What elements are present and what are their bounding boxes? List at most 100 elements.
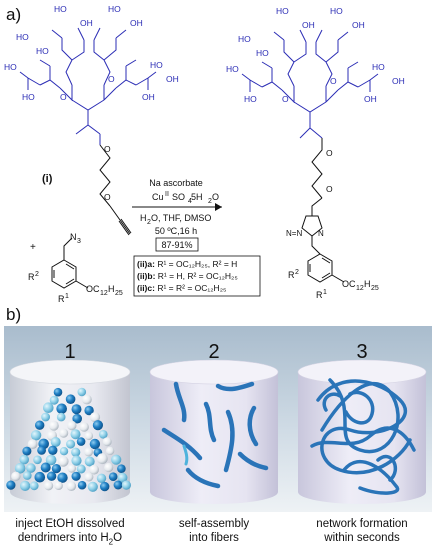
micelle-sphere (102, 437, 112, 447)
svg-text:HO: HO (22, 92, 35, 102)
micelle-sphere (92, 420, 103, 431)
propargyl-chain (99, 144, 132, 236)
micelle-sphere (27, 439, 38, 449)
micelle-sphere (89, 412, 101, 423)
svg-text:HO: HO (4, 62, 17, 72)
micelle-sphere (117, 472, 128, 483)
micelle-sphere (87, 481, 98, 492)
micelle-sphere (77, 480, 87, 490)
micelle-sphere (67, 464, 77, 473)
svg-text:(ii)a: R¹ = OC₁₂H₂₅, R² = H: (ii)a: R¹ = OC₁₂H₂₅, R² = H (137, 259, 237, 269)
svg-text:OH: OH (142, 92, 155, 102)
svg-text:2: 2 (208, 198, 212, 205)
micelle-sphere (30, 430, 42, 441)
micelle-sphere (100, 481, 110, 492)
svg-text:OC: OC (86, 284, 100, 294)
step-3-caption: network formation within seconds (316, 518, 408, 544)
svg-text:HO: HO (276, 6, 289, 16)
svg-text:HO: HO (238, 34, 251, 44)
micelle-sphere (96, 473, 107, 483)
svg-text:OH: OH (392, 76, 405, 86)
svg-text:OH: OH (80, 18, 93, 28)
micelle-sphere (37, 446, 46, 455)
product-labels: N N=N R 2 R 1 OC 12 H 25 (286, 229, 379, 300)
micelle-sphere (6, 480, 16, 490)
svg-text:4: 4 (188, 198, 192, 205)
step-3-number: 3 (356, 341, 367, 363)
micelle-sphere (76, 464, 86, 474)
svg-text:O: O (60, 92, 67, 102)
svg-text:H: H (364, 279, 371, 289)
micelle-sphere (71, 404, 82, 415)
svg-text:50 ºC,16 h: 50 ºC,16 h (155, 226, 197, 236)
micelle-sphere (84, 431, 94, 441)
micelle-sphere (67, 420, 77, 431)
micelle-sphere (20, 480, 31, 491)
svg-text:HO: HO (372, 62, 385, 72)
micelle-sphere (104, 462, 114, 473)
svg-text:2: 2 (295, 269, 299, 276)
micelle-sphere (29, 481, 39, 491)
micelle-sphere (59, 428, 69, 438)
panel-a-label: a) (6, 5, 21, 24)
variants-box: (ii)a: R¹ = OC₁₂H₂₅, R² = H (ii)b: R¹ = … (133, 255, 261, 297)
svg-text:HO: HO (16, 32, 29, 42)
dendron-left (19, 27, 157, 145)
micelle-sphere (11, 471, 21, 481)
product-chain (301, 138, 345, 283)
svg-text:(ii)c: R¹ = R² = OC₁₂H₂₅: (ii)c: R¹ = R² = OC₁₂H₂₅ (137, 283, 226, 293)
triazole-ring (301, 215, 323, 237)
micelle-sphere (76, 437, 86, 446)
micelle-sphere (65, 394, 76, 405)
micelle-sphere (48, 445, 58, 455)
svg-text:R: R (28, 272, 35, 282)
micelle-sphere (33, 455, 42, 465)
svg-text:O: O (326, 184, 333, 194)
svg-text:(ii)b: R¹ = H, R² = OC₁₂H₂₅: (ii)b: R¹ = H, R² = OC₁₂H₂₅ (137, 271, 238, 281)
svg-text:OH: OH (364, 94, 377, 104)
micelle-sphere (57, 472, 68, 483)
micelle-sphere (53, 387, 63, 397)
svg-text:2: 2 (35, 271, 39, 278)
svg-text:HO: HO (226, 64, 239, 74)
dendron-left-labels: HO OH HO OH HO HO HO HO OH HO OH O O O O (4, 4, 179, 202)
panel-b-label: b) (6, 305, 21, 324)
micelle-sphere (45, 454, 57, 466)
cylinder-3 (297, 359, 427, 504)
micelle-sphere (84, 405, 94, 416)
svg-text:12: 12 (356, 285, 364, 292)
svg-text:25: 25 (115, 290, 123, 297)
step-1-number: 1 (64, 341, 75, 363)
svg-text:25: 25 (371, 285, 379, 292)
micelle-sphere (82, 394, 92, 405)
svg-text:+: + (30, 242, 36, 253)
micelle-sphere (23, 471, 32, 480)
svg-text:SO: SO (172, 192, 185, 202)
micelle-sphere (89, 464, 99, 475)
micelle-sphere (48, 420, 59, 431)
reaction-conditions: Na ascorbate Cu II SO 4 5H 2 O H 2 O, TH… (132, 178, 222, 252)
cylinder-1 (6, 359, 131, 504)
svg-text:OC: OC (342, 279, 356, 289)
svg-text:3: 3 (77, 238, 81, 245)
step-2-number: 2 (208, 341, 219, 363)
micelle-sphere (22, 446, 32, 456)
svg-text:HO: HO (330, 6, 343, 16)
svg-text:OH: OH (130, 18, 143, 28)
svg-text:R: R (58, 294, 65, 304)
micelle-sphere (84, 472, 94, 482)
compound-i-label: (i) (42, 173, 53, 185)
svg-text:O: O (212, 192, 219, 202)
svg-text:5H: 5H (191, 192, 203, 202)
svg-text:O: O (326, 148, 333, 158)
micelle-sphere (113, 480, 123, 490)
micelle-sphere (71, 447, 81, 457)
step-1-caption: inject EtOH dissolved dendrimers into H2… (15, 518, 125, 547)
yield-value: 87-91% (161, 240, 192, 250)
micelle-sphere (66, 439, 76, 449)
micelle-sphere (44, 481, 54, 491)
svg-text:OH: OH (166, 74, 179, 84)
micelle-sphere (77, 387, 87, 397)
micelle-sphere (66, 481, 77, 492)
micelle-sphere (49, 395, 59, 405)
